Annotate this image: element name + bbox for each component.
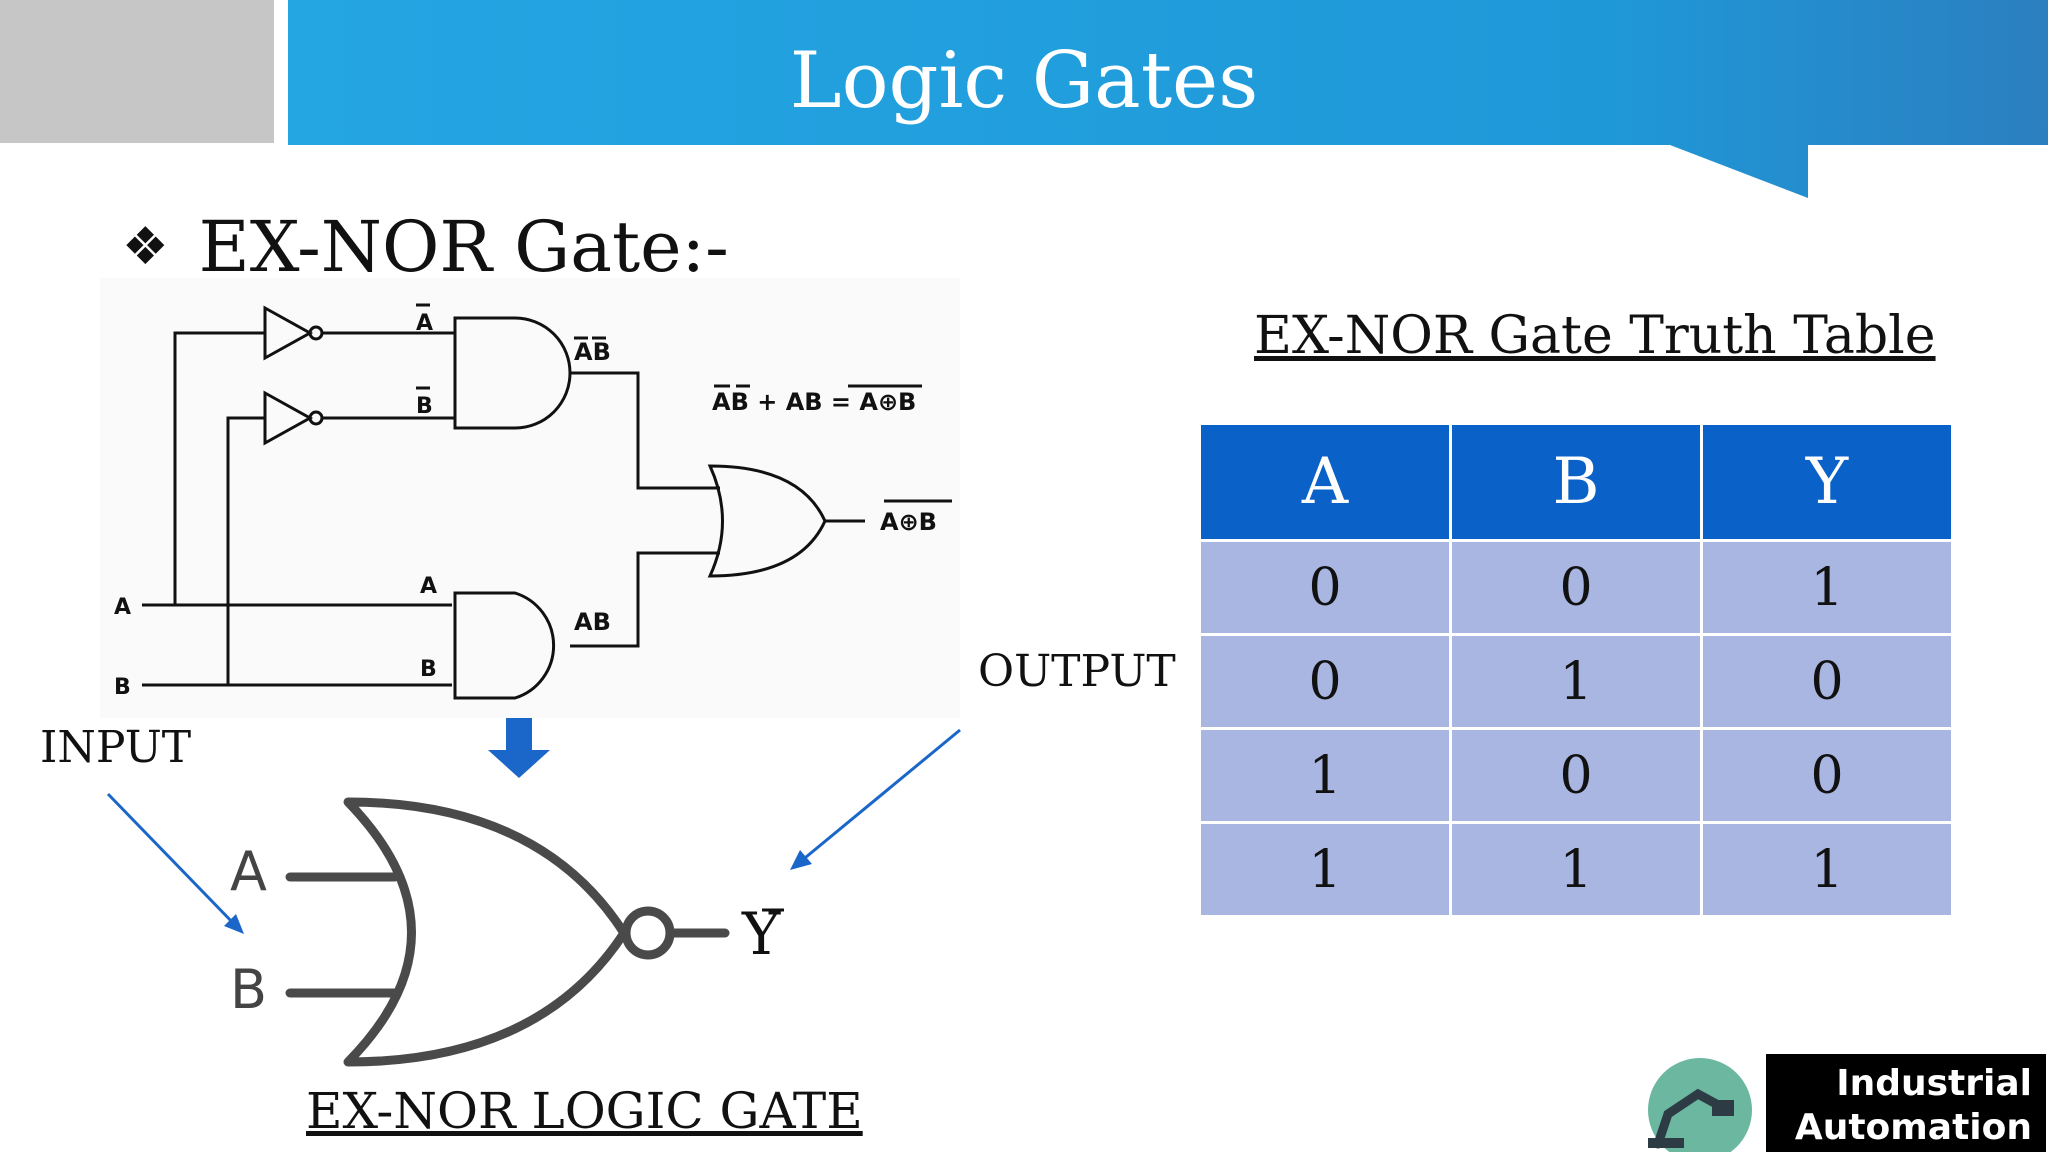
table-cell: 1: [1198, 821, 1452, 918]
table-row: 0 1 0: [1198, 633, 1954, 730]
table-cell: 0: [1449, 539, 1703, 636]
page-title: Logic Gates: [789, 36, 1259, 126]
table-cell: 1: [1700, 539, 1954, 636]
table-cell: 1: [1449, 633, 1703, 730]
and2-input-b-label: B: [420, 657, 437, 682]
exnor-gate-symbol: [285, 797, 730, 1067]
truth-table: A B Y 0 0 1 0 1 0 1 0 0 1 1 1: [1198, 422, 1954, 918]
table-cell: 0: [1700, 633, 1954, 730]
input-label: INPUT: [40, 722, 192, 773]
four-diamond-bullet-icon: ❖: [122, 217, 169, 277]
or-output-label: A⊕B: [880, 508, 937, 536]
section-heading-text: EX-NOR Gate:-: [198, 206, 729, 288]
table-cell: 1: [1700, 821, 1954, 918]
symbol-input-b-label: B: [230, 958, 268, 1021]
symbol-output-y-label: Y: [742, 900, 781, 968]
not-b-label: B: [416, 394, 433, 419]
column-header-y: Y: [1700, 422, 1954, 542]
logo-text: Industrial Automation: [1795, 1062, 2032, 1150]
section-heading: ❖ EX-NOR Gate:-: [122, 206, 729, 288]
industrial-automation-logo: Industrial Automation: [1628, 1054, 2046, 1156]
table-cell: 1: [1198, 727, 1452, 824]
logo-line-1: Industrial: [1836, 1063, 2032, 1104]
table-cell: 0: [1198, 539, 1452, 636]
table-row: 0 0 1: [1198, 539, 1954, 636]
truth-table-title: EX-NOR Gate Truth Table: [1254, 306, 1936, 366]
exnor-circuit-diagram: A B AB AB + AB = A⊕B A⊕B A B AB A B: [100, 278, 960, 718]
and2-input-a-label: A: [420, 574, 437, 599]
output-label: OUTPUT: [978, 646, 1176, 697]
column-header-b: B: [1449, 422, 1703, 542]
input-b-label: B: [114, 675, 131, 700]
and2-output-label: AB: [574, 608, 611, 636]
input-a-label: A: [114, 595, 131, 620]
input-arrow-icon: [224, 914, 244, 934]
table-cell: 0: [1198, 633, 1452, 730]
not-a-label: A: [416, 311, 433, 336]
table-cell: 0: [1449, 727, 1703, 824]
table-header-row: A B Y: [1198, 422, 1954, 542]
output-arrow-icon: [790, 850, 812, 870]
table-row: 1 0 0: [1198, 727, 1954, 824]
header-band: [0, 0, 2048, 198]
logo-line-2: Automation: [1794, 1107, 2032, 1148]
symbol-input-a-label: A: [230, 840, 267, 903]
robot-arm-icon: [1628, 1054, 1766, 1156]
gate-caption: EX-NOR LOGIC GATE: [306, 1082, 863, 1140]
down-arrow-icon: [488, 718, 550, 778]
equation-label: AB + AB = A⊕B: [712, 388, 916, 416]
table-cell: 0: [1700, 727, 1954, 824]
and1-output-label: AB: [574, 338, 611, 366]
column-header-a: A: [1198, 422, 1452, 542]
table-cell: 1: [1449, 821, 1703, 918]
table-row: 1 1 1: [1198, 821, 1954, 918]
